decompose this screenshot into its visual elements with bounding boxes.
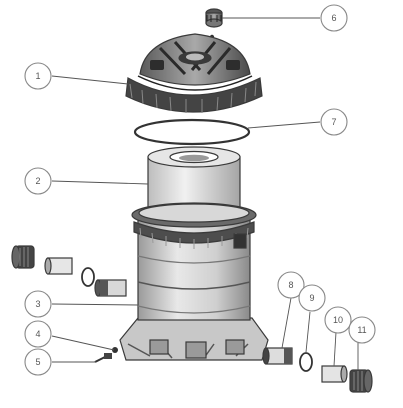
inlet-union-left xyxy=(11,245,127,297)
outlet-union-right xyxy=(262,347,373,393)
filter-tank-body-part xyxy=(119,202,269,361)
callout-2: 2 xyxy=(24,167,52,195)
callout-5: 5 xyxy=(24,348,52,376)
lid-cover-part xyxy=(125,33,263,113)
callout-3: 3 xyxy=(24,290,52,318)
svg-text:3: 3 xyxy=(35,299,40,309)
callout-11: 11 xyxy=(348,316,376,344)
drain-parts xyxy=(94,347,118,363)
svg-text:4: 4 xyxy=(35,329,40,339)
lid-o-ring-part xyxy=(133,118,251,146)
svg-text:2: 2 xyxy=(35,176,40,186)
callout-10: 10 xyxy=(324,306,352,334)
callout-6: 6 xyxy=(320,4,348,32)
svg-text:7: 7 xyxy=(331,117,336,127)
svg-text:11: 11 xyxy=(357,325,366,335)
callout-8: 8 xyxy=(277,271,305,299)
svg-text:9: 9 xyxy=(309,293,314,303)
callout-7: 7 xyxy=(320,108,348,136)
air-relief-valve-part xyxy=(205,8,223,40)
svg-text:6: 6 xyxy=(331,13,336,23)
callout-4: 4 xyxy=(24,320,52,348)
svg-text:1: 1 xyxy=(35,71,40,81)
callout-9: 9 xyxy=(298,284,326,312)
svg-text:10: 10 xyxy=(333,315,343,325)
leader-lines xyxy=(51,17,359,370)
svg-text:8: 8 xyxy=(288,280,293,290)
callout-1: 1 xyxy=(24,62,52,90)
svg-text:5: 5 xyxy=(35,357,40,367)
